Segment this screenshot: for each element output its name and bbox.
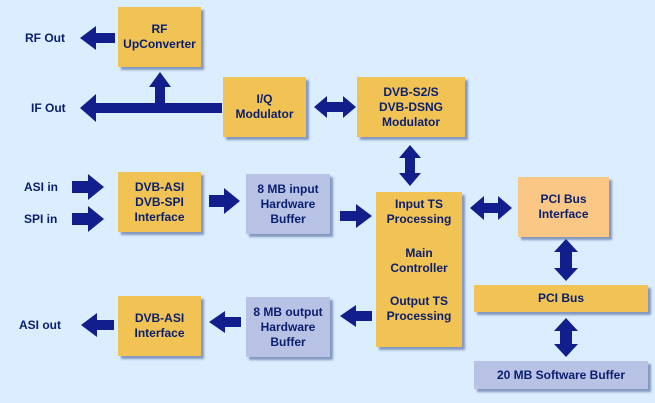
dvb-asi-interface-block: DVB-ASI Interface bbox=[118, 296, 201, 356]
arrow-pci-interface-bus bbox=[554, 239, 578, 281]
arrow-buffer-to-ts bbox=[340, 204, 372, 228]
arrow-interface-to-buffer bbox=[209, 188, 240, 214]
input-buffer-block: 8 MB input Hardware Buffer bbox=[246, 174, 330, 234]
arrow-dvbs2-ts bbox=[399, 145, 421, 186]
pci-bus-interface-block: PCI Bus Interface bbox=[518, 177, 609, 237]
arrow-asi-in bbox=[72, 174, 104, 200]
iq-modulator-block: I/Q Modulator bbox=[223, 77, 306, 137]
arrow-buffer-to-asi-interface bbox=[209, 311, 241, 333]
main-controller: Main bbox=[405, 246, 433, 260]
rf-out-label: RF Out bbox=[25, 31, 65, 45]
if-out-label: IF Out bbox=[31, 101, 66, 115]
spi-in-label: SPI in bbox=[24, 212, 58, 226]
asi-in-label: ASI in bbox=[24, 180, 59, 194]
asi-out-label: ASI out bbox=[19, 318, 61, 332]
input-ts-processing: Input TS bbox=[395, 197, 443, 211]
arrow-rf-out bbox=[80, 26, 115, 50]
rf-upconverter-block: RF UpConverter bbox=[118, 7, 201, 67]
arrow-ts-pci-interface bbox=[470, 196, 512, 220]
arrow-if-out bbox=[80, 72, 222, 122]
pci-bus-block: PCI Bus bbox=[474, 285, 648, 312]
arrow-asi-out bbox=[81, 313, 114, 337]
arrow-pci-bus-software-buffer bbox=[554, 318, 578, 357]
arrow-iq-dvbs2 bbox=[314, 96, 356, 118]
software-buffer-block: 20 MB Software Buffer bbox=[474, 361, 648, 389]
output-buffer-block: 8 MB output Hardware Buffer bbox=[246, 297, 330, 357]
ts-processor-block: Input TS Processing Main Controller Outp… bbox=[376, 192, 462, 347]
arrow-spi-in bbox=[72, 206, 104, 232]
output-ts-processing: Output TS bbox=[390, 294, 448, 308]
arrow-ts-to-output-buffer bbox=[340, 305, 372, 327]
dvb-asi-spi-interface-block: DVB-ASI DVB-SPI Interface bbox=[118, 172, 201, 232]
dvb-s2-modulator-block: DVB-S2/S DVB-DSNG Modulator bbox=[357, 77, 465, 137]
